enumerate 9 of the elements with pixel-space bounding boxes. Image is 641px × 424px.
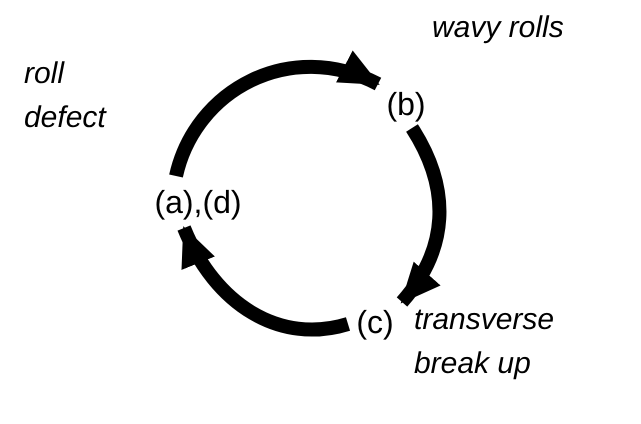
stage-caption: roll defect [24,56,108,136]
node-label: (a),(d) [154,184,242,220]
stage-caption: wavy rolls [432,10,565,46]
curved-arrow [169,52,381,178]
node-label: (c) [356,304,394,340]
curved-arrow [178,225,350,336]
curved-arrow [396,124,446,306]
stage-caption: transverse break up [414,302,556,382]
node-label: (b) [386,86,426,122]
